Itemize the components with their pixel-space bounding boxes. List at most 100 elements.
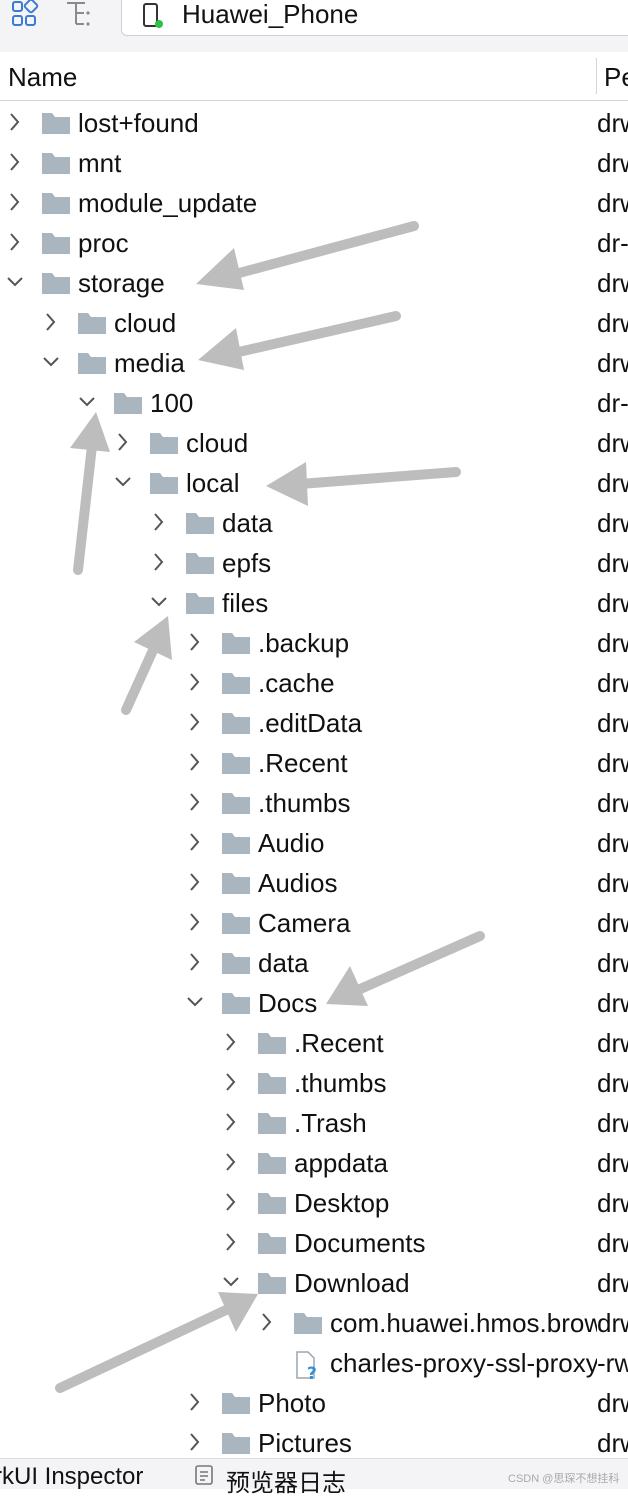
- tree-item-name: .thumbs: [258, 788, 351, 818]
- tree-view-icon[interactable]: [64, 0, 96, 30]
- components-icon[interactable]: [10, 0, 42, 30]
- chevron-right-icon[interactable]: [115, 432, 131, 452]
- tab-previewer-log[interactable]: 预览器日志: [226, 1470, 346, 1497]
- chevron-down-icon[interactable]: [7, 272, 23, 292]
- tree-item-permissions: drwx: [597, 468, 628, 499]
- tree-row[interactable]: appdatadrwx: [0, 1144, 628, 1184]
- tree-item-name: data: [222, 508, 273, 538]
- chevron-right-icon[interactable]: [151, 512, 167, 532]
- tree-row[interactable]: clouddrwx: [0, 304, 628, 344]
- tree-item-permissions: drwx: [597, 1228, 628, 1259]
- chevron-right-icon[interactable]: [43, 312, 59, 332]
- column-header-permissions[interactable]: Pe: [604, 62, 628, 92]
- tree-item-name: Camera: [258, 908, 351, 938]
- chevron-right-icon[interactable]: [223, 1192, 239, 1212]
- tree-row[interactable]: filesdrwx: [0, 584, 628, 624]
- chevron-right-icon[interactable]: [223, 1232, 239, 1252]
- tree-row[interactable]: .thumbsdrwx: [0, 1064, 628, 1104]
- folder-icon: [42, 233, 70, 254]
- chevron-right-icon[interactable]: [7, 192, 23, 212]
- tree-item-name: Photo: [258, 1388, 326, 1418]
- tree-row[interactable]: datadrwx: [0, 944, 628, 984]
- folder-icon: [222, 913, 250, 934]
- chevron-right-icon[interactable]: [187, 792, 203, 812]
- column-header-name[interactable]: Name: [8, 62, 78, 92]
- chevron-right-icon[interactable]: [223, 1032, 239, 1052]
- tree-row[interactable]: Audiosdrwx: [0, 864, 628, 904]
- chevron-right-icon[interactable]: [187, 632, 203, 652]
- tree-row[interactable]: .Trashdrwx: [0, 1104, 628, 1144]
- tree-row[interactable]: Picturesdrwx: [0, 1424, 628, 1456]
- chevron-right-icon[interactable]: [259, 1312, 275, 1332]
- folder-icon: [222, 753, 250, 774]
- tree-row[interactable]: Docsdrwx: [0, 984, 628, 1024]
- tree-row[interactable]: module_updatedrwx: [0, 184, 628, 224]
- folder-icon: [78, 313, 106, 334]
- device-selector[interactable]: Huawei_Phone: [121, 0, 628, 36]
- chevron-down-icon[interactable]: [79, 392, 95, 412]
- tree-item-permissions: drwx: [597, 628, 628, 659]
- tree-row[interactable]: Downloaddrwx: [0, 1264, 628, 1304]
- chevron-right-icon[interactable]: [187, 752, 203, 772]
- tree-row[interactable]: lost+founddrwx: [0, 104, 628, 144]
- tree-row[interactable]: ?charles-proxy-ssl-proxying-certificate.…: [0, 1344, 628, 1384]
- chevron-right-icon[interactable]: [187, 912, 203, 932]
- folder-icon: [186, 513, 214, 534]
- folder-icon: [222, 673, 250, 694]
- tree-item-permissions: drwx: [597, 1108, 628, 1139]
- tree-row[interactable]: com.huawei.hmos.browserdrwx: [0, 1304, 628, 1344]
- tree-row[interactable]: datadrwx: [0, 504, 628, 544]
- tree-row[interactable]: .Recentdrwx: [0, 1024, 628, 1064]
- chevron-right-icon[interactable]: [187, 672, 203, 692]
- chevron-right-icon[interactable]: [187, 832, 203, 852]
- tree-row[interactable]: .backup drwx: [0, 624, 628, 664]
- tree-item-name: .backup: [258, 628, 350, 658]
- chevron-right-icon[interactable]: [187, 1432, 203, 1452]
- tree-row[interactable]: localdrwx: [0, 464, 628, 504]
- tree-item-permissions: drwx: [597, 988, 628, 1019]
- tab-arkui-inspector[interactable]: rkUI Inspector: [0, 1463, 144, 1490]
- chevron-down-icon[interactable]: [187, 992, 203, 1012]
- tree-row[interactable]: Photodrwx: [0, 1384, 628, 1424]
- chevron-right-icon[interactable]: [187, 872, 203, 892]
- tree-row[interactable]: Desktopdrwx: [0, 1184, 628, 1224]
- tree-item-permissions: drwx: [597, 788, 628, 819]
- chevron-down-icon[interactable]: [43, 352, 59, 372]
- tree-row[interactable]: .thumbs drwx: [0, 784, 628, 824]
- chevron-right-icon[interactable]: [7, 112, 23, 132]
- chevron-right-icon[interactable]: [223, 1152, 239, 1172]
- tree-item-permissions: drwx: [597, 908, 628, 939]
- tree-item-name: Download: [294, 1268, 410, 1298]
- chevron-right-icon[interactable]: [187, 952, 203, 972]
- tree-item-name: Documents: [294, 1228, 426, 1258]
- tree-row[interactable]: mediadrwx: [0, 344, 628, 384]
- tree-row[interactable]: .editDatadrwx: [0, 704, 628, 744]
- chevron-down-icon[interactable]: [151, 592, 167, 612]
- chevron-right-icon[interactable]: [223, 1072, 239, 1092]
- tree-row[interactable]: Audiodrwx: [0, 824, 628, 864]
- tree-row[interactable]: clouddrwx: [0, 424, 628, 464]
- folder-icon: [78, 353, 106, 374]
- tree-row[interactable]: .cachedrwx: [0, 664, 628, 704]
- chevron-right-icon[interactable]: [151, 552, 167, 572]
- tree-row[interactable]: mntdrwx: [0, 144, 628, 184]
- tree-item-name: media: [114, 348, 185, 378]
- chevron-right-icon[interactable]: [187, 712, 203, 732]
- folder-icon: [150, 473, 178, 494]
- tree-row[interactable]: .Recentdrwx: [0, 744, 628, 784]
- tree-row[interactable]: Camera drwx: [0, 904, 628, 944]
- chevron-right-icon[interactable]: [7, 152, 23, 172]
- tree-row[interactable]: Documents drwx: [0, 1224, 628, 1264]
- chevron-right-icon[interactable]: [187, 1392, 203, 1412]
- tree-row[interactable]: storagedrwx: [0, 264, 628, 304]
- column-divider[interactable]: [596, 58, 597, 94]
- tree-item-name: data: [258, 948, 309, 978]
- chevron-down-icon[interactable]: [223, 1272, 239, 1292]
- chevron-right-icon[interactable]: [223, 1112, 239, 1132]
- chevron-down-icon[interactable]: [115, 472, 131, 492]
- tree-row[interactable]: epfsdrwx: [0, 544, 628, 584]
- chevron-right-icon[interactable]: [7, 232, 23, 252]
- device-name: Huawei_Phone: [182, 0, 359, 29]
